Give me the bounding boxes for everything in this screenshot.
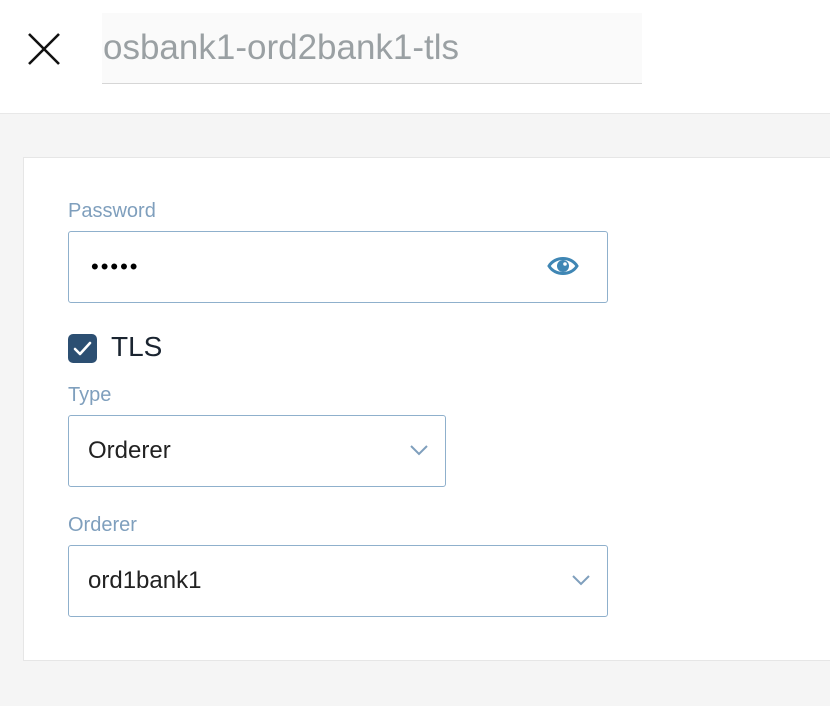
close-button[interactable]: [26, 31, 62, 67]
type-selected-value: Orderer: [88, 437, 171, 464]
orderer-select[interactable]: ord1bank1: [68, 545, 608, 617]
orderer-label: Orderer: [68, 514, 137, 536]
header-bar: [0, 0, 830, 114]
chevron-down-icon: [410, 445, 428, 456]
show-password-button[interactable]: [547, 254, 579, 278]
type-select[interactable]: Orderer: [68, 415, 446, 487]
eye-icon: [547, 257, 579, 275]
tls-label: TLS: [111, 331, 163, 362]
chevron-down-icon: [572, 575, 590, 586]
password-field[interactable]: •••••: [68, 231, 608, 303]
name-input[interactable]: [102, 13, 642, 84]
close-icon: [28, 33, 60, 65]
orderer-selected-value: ord1bank1: [88, 567, 202, 594]
checkmark-icon: [73, 341, 92, 356]
tls-checkbox[interactable]: [68, 334, 97, 363]
password-label: Password: [68, 200, 156, 222]
type-label: Type: [68, 384, 112, 406]
password-value: •••••: [91, 254, 140, 279]
